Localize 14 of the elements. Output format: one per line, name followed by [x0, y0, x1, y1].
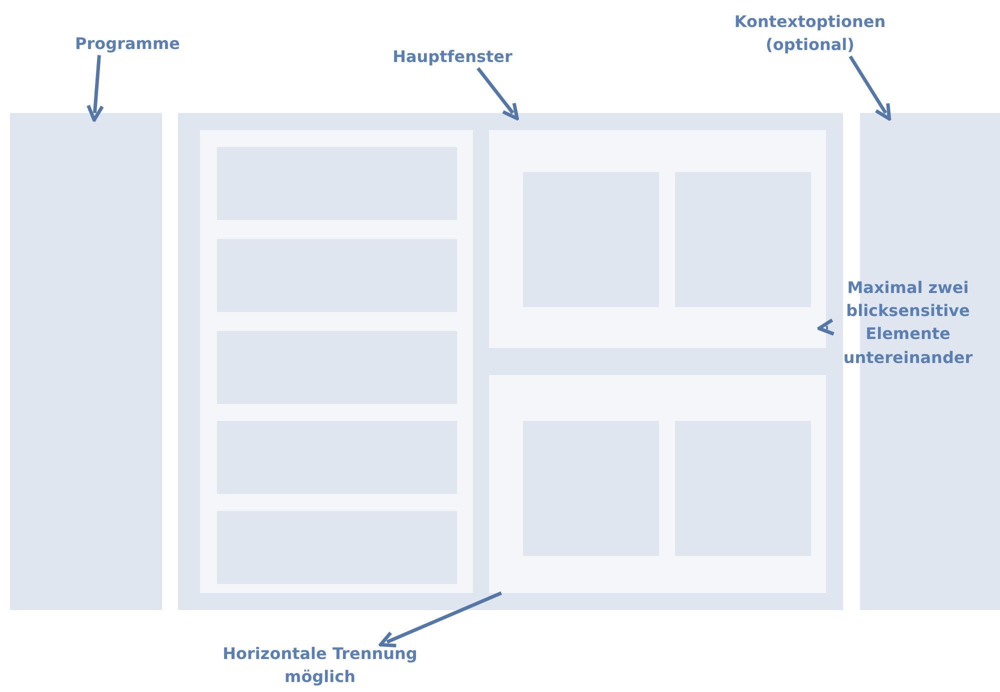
side-panel [10, 113, 162, 610]
arrow [848, 55, 892, 121]
element-panel [489, 375, 826, 593]
arrow [817, 318, 836, 336]
element-panel [489, 130, 826, 348]
arrow [378, 591, 502, 648]
callout-label: Horizontale Trennung möglich [215, 642, 425, 688]
arrow [86, 55, 104, 122]
callout-label: Maximal zwei blicksensitive Elemente untereinander [828, 276, 988, 369]
callout-label: Programme [60, 32, 195, 56]
callout-label: Hauptfenster [375, 45, 530, 68]
callout-label: Kontextoptionen (optional) [715, 10, 905, 56]
main-window-panel [178, 113, 843, 610]
arrow [476, 67, 519, 120]
